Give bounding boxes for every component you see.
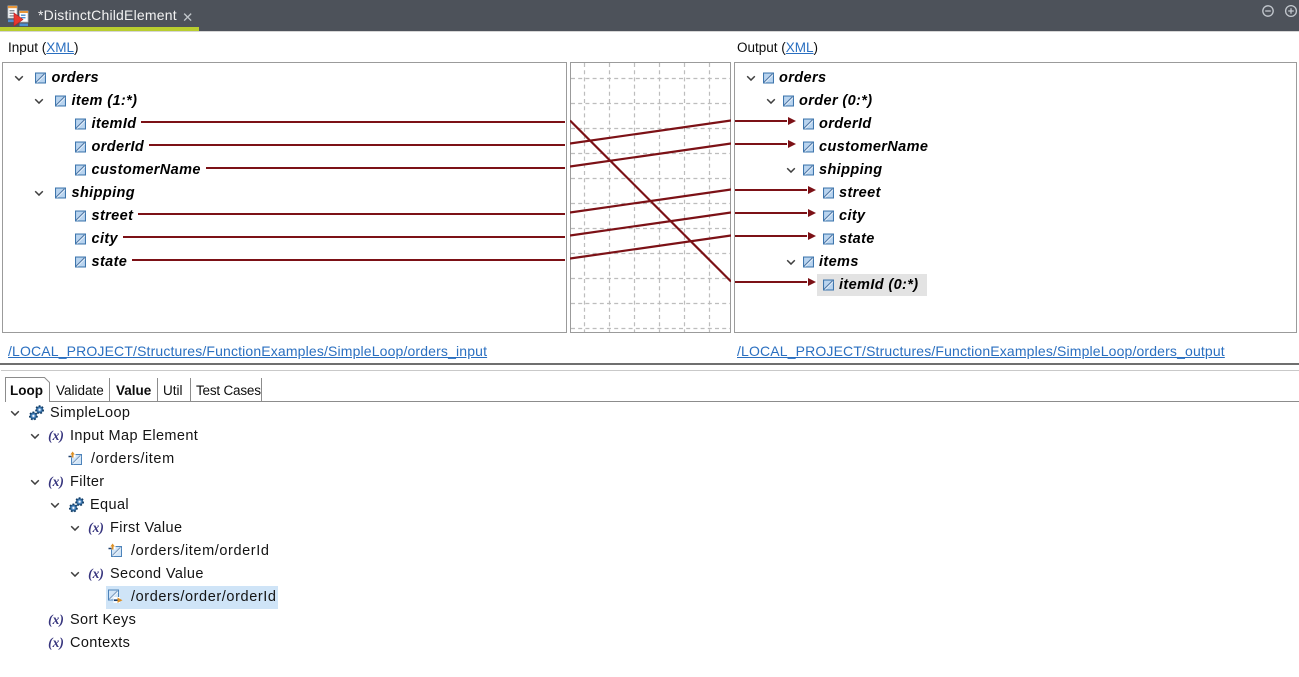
svg-text:(x): (x): [48, 475, 64, 489]
svg-text:(x): (x): [88, 567, 104, 581]
svg-text:(x): (x): [48, 636, 64, 650]
svg-text:(x): (x): [88, 521, 104, 535]
svg-text:(x): (x): [48, 429, 64, 443]
svg-text:(x): (x): [48, 613, 64, 627]
